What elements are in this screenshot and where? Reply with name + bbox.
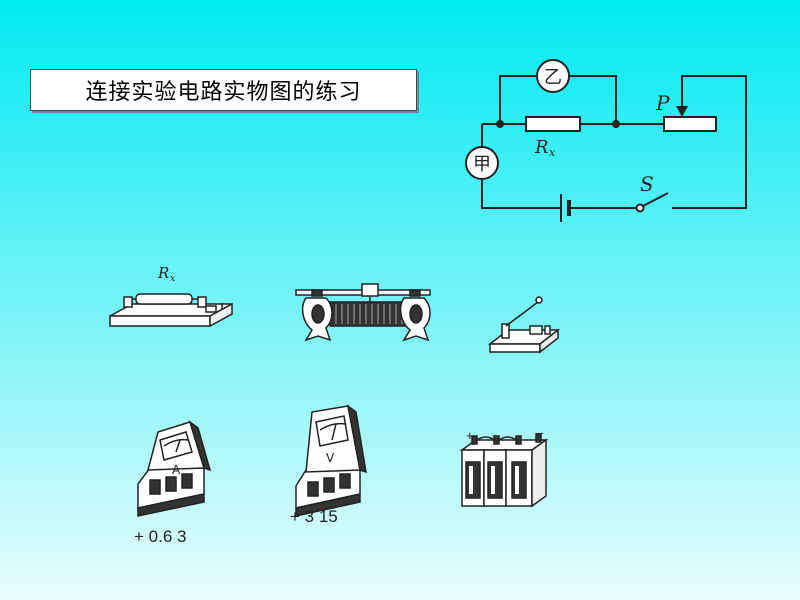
rheostat-symbol: P — [655, 91, 717, 132]
svg-text:R: R — [157, 264, 169, 282]
ammeter-scale: + 0.6 3 — [134, 527, 186, 546]
voltmeter-physical: V — [295, 404, 367, 517]
resistor-physical: R x — [109, 264, 233, 328]
svg-text:P: P — [655, 91, 670, 115]
svg-text:R: R — [534, 137, 549, 158]
circuit-diagram — [481, 75, 747, 209]
resistor-rx-symbol: R x — [525, 116, 581, 159]
junction-left — [496, 120, 504, 128]
meter-left: 甲 — [465, 146, 499, 180]
rheostat-physical — [295, 283, 431, 342]
svg-text:+: + — [466, 428, 474, 443]
meter-top: 乙 — [536, 59, 570, 93]
svg-text:x: x — [170, 274, 175, 284]
svg-text:甲: 甲 — [473, 154, 491, 175]
svg-text:乙: 乙 — [544, 67, 562, 88]
battery-physical: + − — [459, 426, 549, 508]
junction-right — [612, 120, 620, 128]
switch-symbol: S — [635, 172, 669, 213]
svg-text:A: A — [172, 463, 181, 477]
slide-title: 连接实验电路实物图的练习 — [30, 69, 417, 111]
wire-left — [481, 124, 560, 209]
ammeter-physical: A — [137, 420, 212, 517]
wire-top-branch — [499, 75, 617, 124]
wire-right — [672, 75, 747, 209]
voltmeter-scale: + 3 15 — [290, 507, 338, 526]
svg-text:x: x — [549, 146, 556, 159]
svg-text:S: S — [640, 172, 654, 196]
switch-physical — [487, 296, 561, 354]
svg-text:V: V — [326, 451, 335, 465]
battery-symbol — [560, 194, 571, 222]
